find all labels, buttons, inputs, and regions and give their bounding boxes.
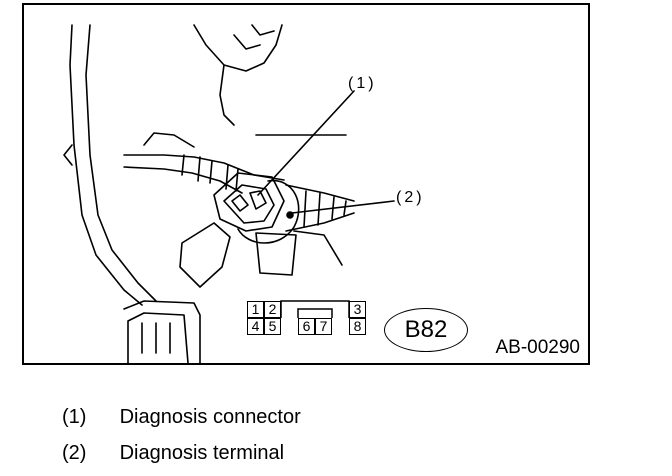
legend-text: Diagnosis terminal — [119, 442, 285, 464]
figure-code: AB-00290 — [495, 337, 580, 358]
pin-4: 4 — [247, 318, 264, 335]
figure-frame: (1) (2) 1 2 3 4 5 6 7 8 B82 AB-00290 — [22, 3, 590, 365]
connector-code-badge: B82 — [384, 308, 468, 352]
legend-number: (2) — [62, 442, 87, 464]
connector-key-outline — [280, 300, 350, 318]
legend-number: (1) — [62, 406, 87, 428]
callout-label-2: (2) — [396, 189, 425, 206]
callout-label-1: (1) — [348, 75, 377, 92]
pin-6: 6 — [298, 318, 315, 335]
pin-7: 7 — [315, 318, 332, 335]
connector-illustration — [63, 24, 395, 364]
pin-5: 5 — [264, 318, 281, 335]
legend-item-2: (2) Diagnosis terminal — [62, 442, 284, 465]
pin-8: 8 — [349, 318, 366, 335]
legend-text: Diagnosis connector — [119, 406, 301, 428]
pin-1: 1 — [247, 301, 264, 318]
legend-item-1: (1) Diagnosis connector — [62, 406, 301, 429]
